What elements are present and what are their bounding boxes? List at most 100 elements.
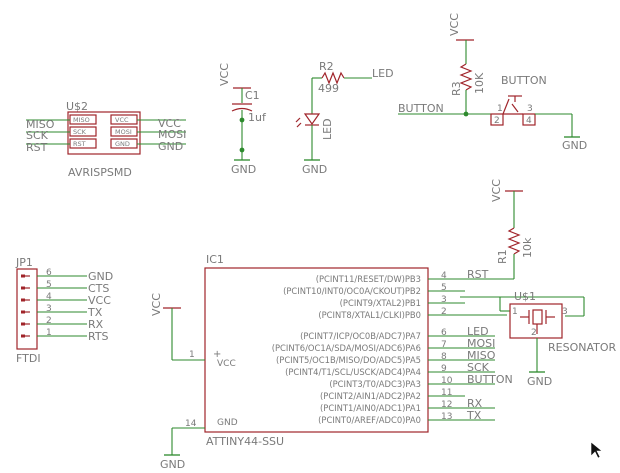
ftdi-pin-net: CTS	[88, 282, 109, 295]
ftdi-header[interactable]: JP1 FTDI 6 GND 5 CTS 4 VCC 3 TX 2 RX 1 RTS	[15, 256, 113, 365]
btn-net: BUTTON	[398, 102, 444, 115]
mouse-cursor-icon	[590, 441, 603, 459]
mcu-pin-num: 13	[441, 412, 452, 422]
isp-ref: U$2	[66, 100, 88, 113]
ftdi-ref: JP1	[15, 256, 33, 269]
r1-value: 10k	[521, 237, 534, 258]
ftdi-pin-num: 6	[46, 268, 52, 278]
mcu-pin-net: RST	[467, 268, 489, 281]
ftdi-pin-net: RX	[88, 318, 104, 331]
mcu-name: ATTINY44-SSU	[206, 435, 284, 448]
mcu-pin-net: LED	[467, 325, 489, 338]
mcu-pin-net: BUTTON	[467, 373, 513, 386]
mcu-pin-num: 9	[441, 364, 447, 374]
btn-supply: VCC	[448, 13, 461, 36]
mcu-gnd-num: 14	[185, 419, 197, 429]
btn-name: BUTTON	[501, 74, 547, 87]
isp-header[interactable]: U$2 MISO SCK RST VCC MOSI GND MISO SCK R…	[26, 100, 186, 179]
res-pin3: 3	[562, 307, 568, 317]
mcu-gnd-name: GND	[217, 418, 238, 428]
mcu-pin-net: TX	[466, 409, 482, 422]
mcu-pin-name: (PCINT8/XTAL1/CLKI)PB0	[318, 310, 421, 320]
res-pin2: 2	[531, 328, 537, 338]
mcu-pin-num: 5	[441, 283, 447, 293]
mcu-pin-net: MISO	[467, 349, 496, 362]
mcu-gnd-label: GND	[160, 458, 185, 471]
isp-net-miso: MISO	[26, 118, 55, 131]
btn-pin4: 4	[526, 116, 532, 126]
btn-r-ref: R3	[450, 81, 463, 96]
ftdi-pin-num: 3	[46, 304, 52, 314]
btn-pin1: 1	[497, 104, 503, 114]
mcu-pin-net: RX	[467, 397, 483, 410]
mcu-ref: IC1	[206, 253, 224, 266]
mcu-pin-net: MOSI	[467, 337, 495, 350]
isp-net-vcc: VCC	[158, 117, 181, 130]
mcu-pin-num: 12	[441, 400, 452, 410]
ftdi-pin-num: 1	[46, 328, 52, 338]
mcu-pin-num: 11	[441, 388, 452, 398]
ftdi-pin-net: VCC	[88, 294, 111, 307]
r1-supply: VCC	[490, 179, 503, 202]
r1-ref: R1	[496, 249, 509, 264]
ftdi-pin-net: GND	[88, 270, 113, 283]
isp-net-gnd: GND	[158, 140, 183, 153]
ftdi-pin-num: 5	[46, 280, 52, 290]
btn-pin3: 3	[527, 104, 533, 114]
mcu-pin-name: (PCINT11/RESET/DW)PB3	[316, 274, 421, 284]
mcu-pin-num: 10	[441, 376, 453, 386]
reset-pullup[interactable]: VCC R1 10k	[490, 179, 534, 279]
capacitor-c1[interactable]: VCC C1 1uf GND	[218, 63, 267, 176]
isp-pin-mosi: MOSI	[115, 128, 132, 136]
led-circuit[interactable]: R2 LED 499 LED GND	[295, 60, 394, 176]
isp-net-sck: SCK	[26, 129, 49, 142]
cap-value: 1uf	[248, 111, 267, 124]
isp-pin-rst: RST	[73, 140, 86, 148]
isp-name: AVRISPSMD	[68, 166, 132, 179]
cap-ref: C1	[245, 89, 260, 102]
res-name: RESONATOR	[548, 341, 617, 354]
led-gnd: GND	[302, 163, 327, 176]
mcu-vcc-name: VCC	[217, 359, 236, 369]
cap-gnd: GND	[231, 163, 256, 176]
btn-gnd: GND	[562, 139, 587, 152]
btn-r-value: 10K	[473, 72, 486, 94]
mcu-pin-name: (PCINT0/AREF/ADC0)PA0	[318, 415, 421, 425]
mcu-pin-num: 3	[441, 295, 447, 305]
led-name: LED	[321, 118, 334, 140]
ftdi-pin-net: RTS	[88, 330, 109, 343]
led-net: LED	[372, 67, 394, 80]
isp-pin-vcc: VCC	[115, 116, 129, 124]
ftdi-pin-net: TX	[87, 306, 103, 319]
isp-net-mosi: MOSI	[158, 128, 186, 141]
isp-body	[67, 111, 141, 155]
btn-pin2: 2	[494, 116, 500, 126]
mcu-pin-num: 4	[441, 271, 447, 281]
ftdi-pin-num: 2	[46, 316, 52, 326]
mcu-pin-name: (PCINT2/AIN1/ADC2)PA2	[320, 391, 421, 401]
mcu-pin-name: (PCINT9/XTAL2)PB1	[340, 298, 421, 308]
mcu-vcc-mark: +	[213, 349, 221, 360]
ftdi-pin-num: 4	[46, 292, 52, 302]
mcu-pin-name: (PCINT6/OC1A/SDA/MOSI/ADC6)PA6	[272, 343, 421, 353]
ftdi-name: FTDI	[16, 352, 41, 365]
mcu-pin-name: (PCINT4/T1/SCL/USCK/ADC4)PA4	[285, 367, 421, 377]
mcu-pin-num: 8	[441, 352, 447, 362]
mcu-pin-name: (PCINT7/ICP/OC0B/ADC7)PA7	[300, 331, 421, 341]
mcu-pin-name: (PCINT5/OC1B/MISO/DO/ADC5)PA5	[276, 355, 421, 365]
mcu-vcc-num: 1	[189, 350, 195, 360]
res-ref: U$1	[514, 290, 536, 303]
resonator-u1[interactable]: U$1 1 2 3 RESONATOR GND	[509, 290, 617, 388]
ftdi-body	[16, 268, 38, 350]
isp-pin-miso: MISO	[73, 116, 90, 124]
res-pin1: 1	[512, 307, 518, 317]
isp-net-rst: RST	[26, 141, 48, 154]
mcu-pin-name: (PCINT10/INT0/OC0A/CKOUT)PB2	[283, 286, 421, 296]
mcu-pin-num: 6	[441, 328, 447, 338]
mcu-pin-net: SCK	[467, 361, 490, 374]
button-circuit[interactable]: VCC R3 10K BUTTON BUTTON 1 2 3 4 GND	[398, 13, 587, 152]
cap-supply: VCC	[218, 63, 231, 86]
mcu-body	[204, 267, 429, 433]
